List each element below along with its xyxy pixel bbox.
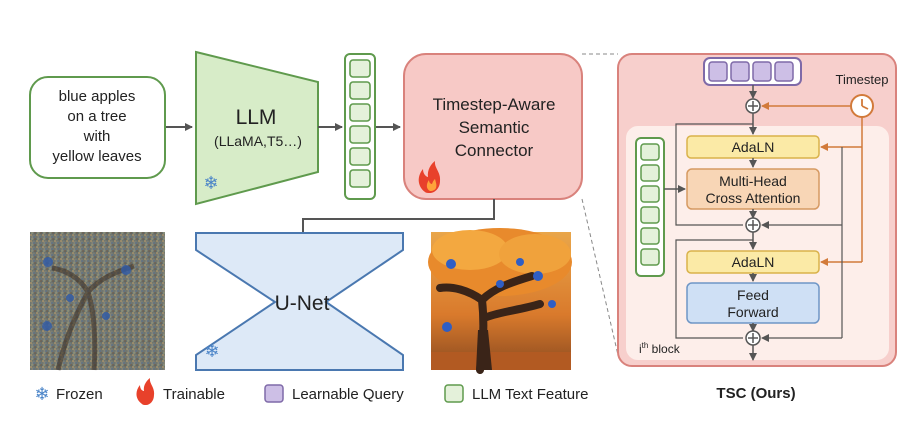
timestep-aware-semantic-connector: Timestep-Aware Semantic Connector [403,53,583,200]
unet-title: U-Net [275,292,330,315]
noisy-input-image [30,232,165,371]
flame-icon [136,378,155,405]
add-node-top [745,98,761,114]
llm-text-feature-column [344,53,376,200]
prompt-line-1: blue apples [59,88,136,105]
tsc-llm-feature-column [635,137,665,277]
prompt-line-3: with [83,128,111,145]
arrow-connector-to-unet [299,199,495,241]
mha-line-1: Multi-Head [719,173,787,189]
ith-block-label: ith block [639,341,681,356]
connector-line-2: Semantic [459,118,530,137]
prompt-line-2: on a tree [67,108,126,125]
llm-subtitle: (LLaMA,T5…) [214,133,302,149]
llm-text-feature-swatch [444,384,464,403]
zoom-line-bottom [581,198,619,356]
prompt-line-4: yellow leaves [52,148,141,165]
snowflake-icon: ❄ [204,341,219,361]
legend: ❄ Frozen Trainable Learnable Query LLM T… [34,378,588,405]
timestep-label: Timestep [836,72,889,87]
flame-icon [418,161,441,193]
ff-line-1: Feed [737,287,769,303]
legend-trainable-label: Trainable [163,386,225,403]
clock-icon [850,94,874,118]
unet-block: U-Net ❄ [195,232,404,371]
ith-block-container [626,126,889,360]
generated-output-image [428,228,572,374]
mha-line-2: Cross Attention [706,190,801,206]
legend-learnable-query-label: Learnable Query [292,386,404,403]
connector-line-3: Connector [455,141,534,160]
tsc-detail-panel: Timestep AdaLN Multi-Head Cross Attentio… [617,53,897,367]
llm-title: LLM [236,106,277,129]
residual-path-2 [675,239,753,339]
connector-line-1: Timestep-Aware [433,95,556,114]
tsc-caption: TSC (Ours) [716,385,795,402]
ff-line-2: Forward [727,304,778,320]
legend-frozen-label: Frozen [56,386,103,403]
learnable-query-row [703,57,802,86]
add-node-middle [745,217,761,233]
legend-llm-text-feature-label: LLM Text Feature [472,386,588,403]
residual-path-1 [675,123,753,226]
text-prompt-box: blue apples on a tree with yellow leaves [29,76,166,179]
add-node-bottom [745,330,761,346]
adaln-bottom-label: AdaLN [732,254,775,270]
llm-block: LLM (LLaMA,T5…) ❄ [195,50,319,206]
adaln-top-label: AdaLN [732,139,775,155]
snowflake-icon: ❄ [34,384,49,404]
learnable-query-swatch [264,384,284,403]
snowflake-icon: ❄ [203,173,218,193]
